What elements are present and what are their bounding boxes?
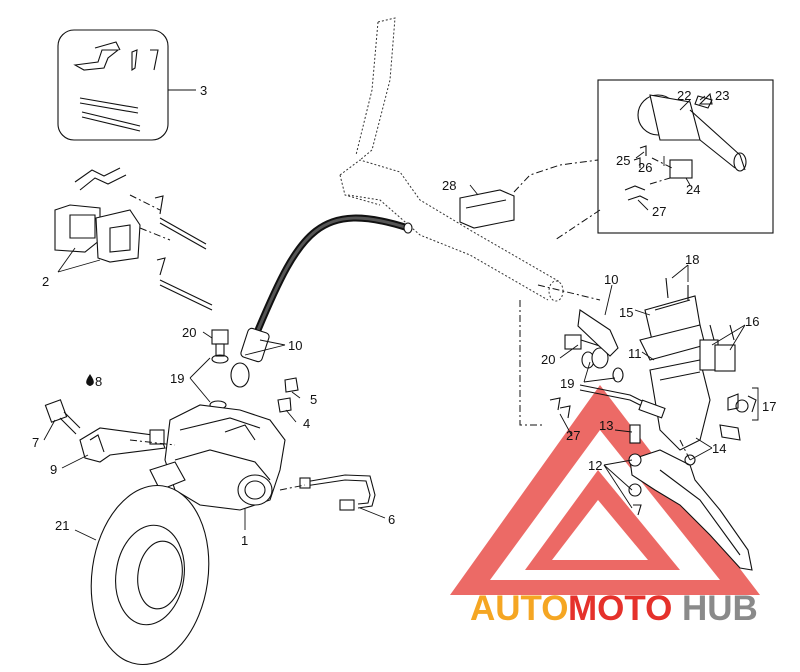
callout-15: 15	[619, 305, 633, 320]
watermark-logo	[450, 385, 760, 595]
callout-20-left: 20	[182, 325, 196, 340]
switch-cable-13	[549, 384, 666, 419]
callout-8: 8	[95, 374, 102, 389]
callout-22: 22	[677, 88, 691, 103]
leader-lines	[43, 95, 746, 519]
callout-6: 6	[388, 512, 395, 527]
warning-label-icon	[698, 92, 713, 105]
callout-10-left: 10	[288, 338, 302, 353]
brake-hose	[230, 214, 413, 388]
callout-4: 4	[303, 416, 310, 431]
callout-1: 1	[241, 533, 248, 548]
brake-disc	[74, 484, 210, 666]
callout-26: 26	[638, 160, 652, 175]
caliper-bolt	[44, 399, 81, 435]
brake-pads	[54, 167, 213, 311]
callout-20-right: 20	[541, 352, 555, 367]
callout-17: 17	[762, 399, 776, 414]
watermark-moto: MOTO	[568, 589, 672, 628]
bleed-screw	[277, 377, 299, 413]
banjo-bolt-left	[209, 329, 229, 410]
callout-18: 18	[685, 252, 699, 267]
callout-11: 11	[628, 346, 642, 361]
switch-assembly-box	[597, 79, 774, 234]
callout-27-bottom: 27	[566, 428, 580, 443]
callout-9: 9	[50, 462, 57, 477]
callout-19-left: 19	[170, 371, 184, 386]
callout-labels: 1 2 3 4 5 6 7 8 9 10 10 11 12 13 14 15 1…	[32, 83, 776, 548]
callout-12: 12	[588, 458, 602, 473]
tools-kit	[57, 29, 196, 141]
handlebar	[339, 17, 564, 302]
brake-lever	[628, 424, 753, 571]
watermark-auto: AUTO	[470, 589, 569, 628]
connector-28	[459, 159, 599, 229]
callout-2: 2	[42, 274, 49, 289]
grease-drop-icon	[86, 374, 94, 386]
fittings-17	[719, 387, 759, 441]
callout-24: 24	[686, 182, 700, 197]
watermark-text: AUTO MOTO HUB	[470, 589, 758, 628]
callout-7: 7	[32, 435, 39, 450]
caliper-bracket	[79, 427, 166, 463]
callout-19-right: 19	[560, 376, 574, 391]
callout-27-top: 27	[652, 204, 666, 219]
brake-pipe	[299, 474, 376, 511]
center-line-pipe	[279, 484, 306, 491]
center-line-right-3	[537, 284, 601, 301]
center-line-right-2	[519, 300, 545, 426]
watermark-hub: HUB	[682, 589, 758, 628]
callout-10-right: 10	[604, 272, 618, 287]
callout-3: 3	[200, 83, 207, 98]
callout-25: 25	[616, 153, 630, 168]
center-line-right-1	[554, 209, 601, 241]
callout-23: 23	[715, 88, 729, 103]
brake-caliper	[149, 404, 286, 530]
callout-16: 16	[745, 314, 759, 329]
banjo-bolt-right	[564, 309, 624, 383]
master-cylinder	[639, 277, 736, 461]
callout-14: 14	[712, 441, 726, 456]
callout-21: 21	[55, 518, 69, 533]
callout-5: 5	[310, 392, 317, 407]
callout-13: 13	[599, 418, 613, 433]
callout-28: 28	[442, 178, 456, 193]
